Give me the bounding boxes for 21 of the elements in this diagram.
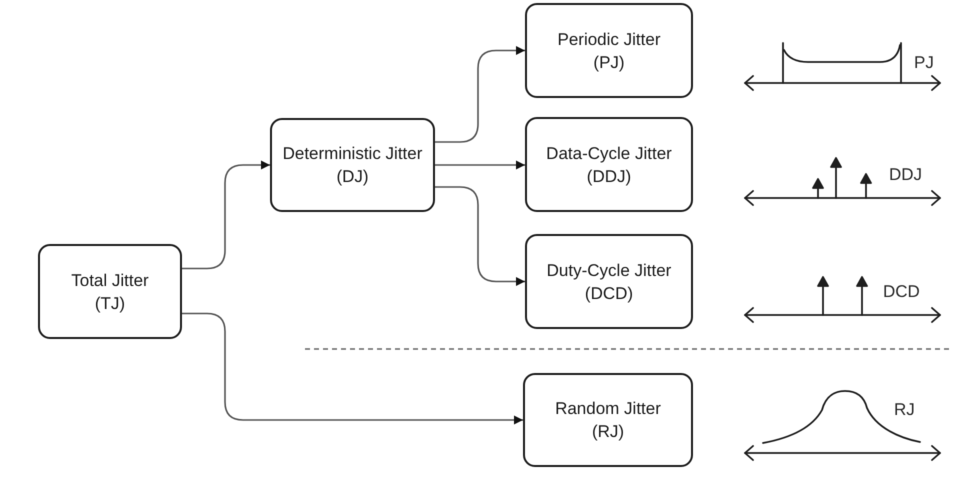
arrow — [182, 312, 523, 424]
node-label: Total Jitter (TJ) — [70, 270, 150, 314]
arrow — [435, 46, 525, 143]
node-label: Random Jitter (RJ) — [554, 398, 662, 443]
node-label: Duty-Cycle Jitter (DCD) — [546, 260, 672, 304]
arrow — [182, 160, 270, 270]
plot-label: DCD — [883, 282, 920, 302]
node-label: Deterministic Jitter (DJ) — [282, 143, 422, 188]
process-box — [525, 234, 693, 329]
process-box — [523, 373, 693, 467]
process-box — [525, 117, 693, 212]
process-box — [270, 118, 435, 212]
node-label: Periodic Jitter (PJ) — [556, 28, 662, 74]
plot-label: PJ — [914, 53, 934, 73]
arrow — [435, 186, 525, 286]
process-box — [525, 3, 693, 98]
arrow — [435, 160, 525, 170]
plot-label: RJ — [894, 400, 915, 420]
process-box — [38, 244, 182, 339]
plot-label: DDJ — [889, 165, 922, 185]
node-label: Data-Cycle Jitter (DDJ) — [545, 142, 673, 188]
